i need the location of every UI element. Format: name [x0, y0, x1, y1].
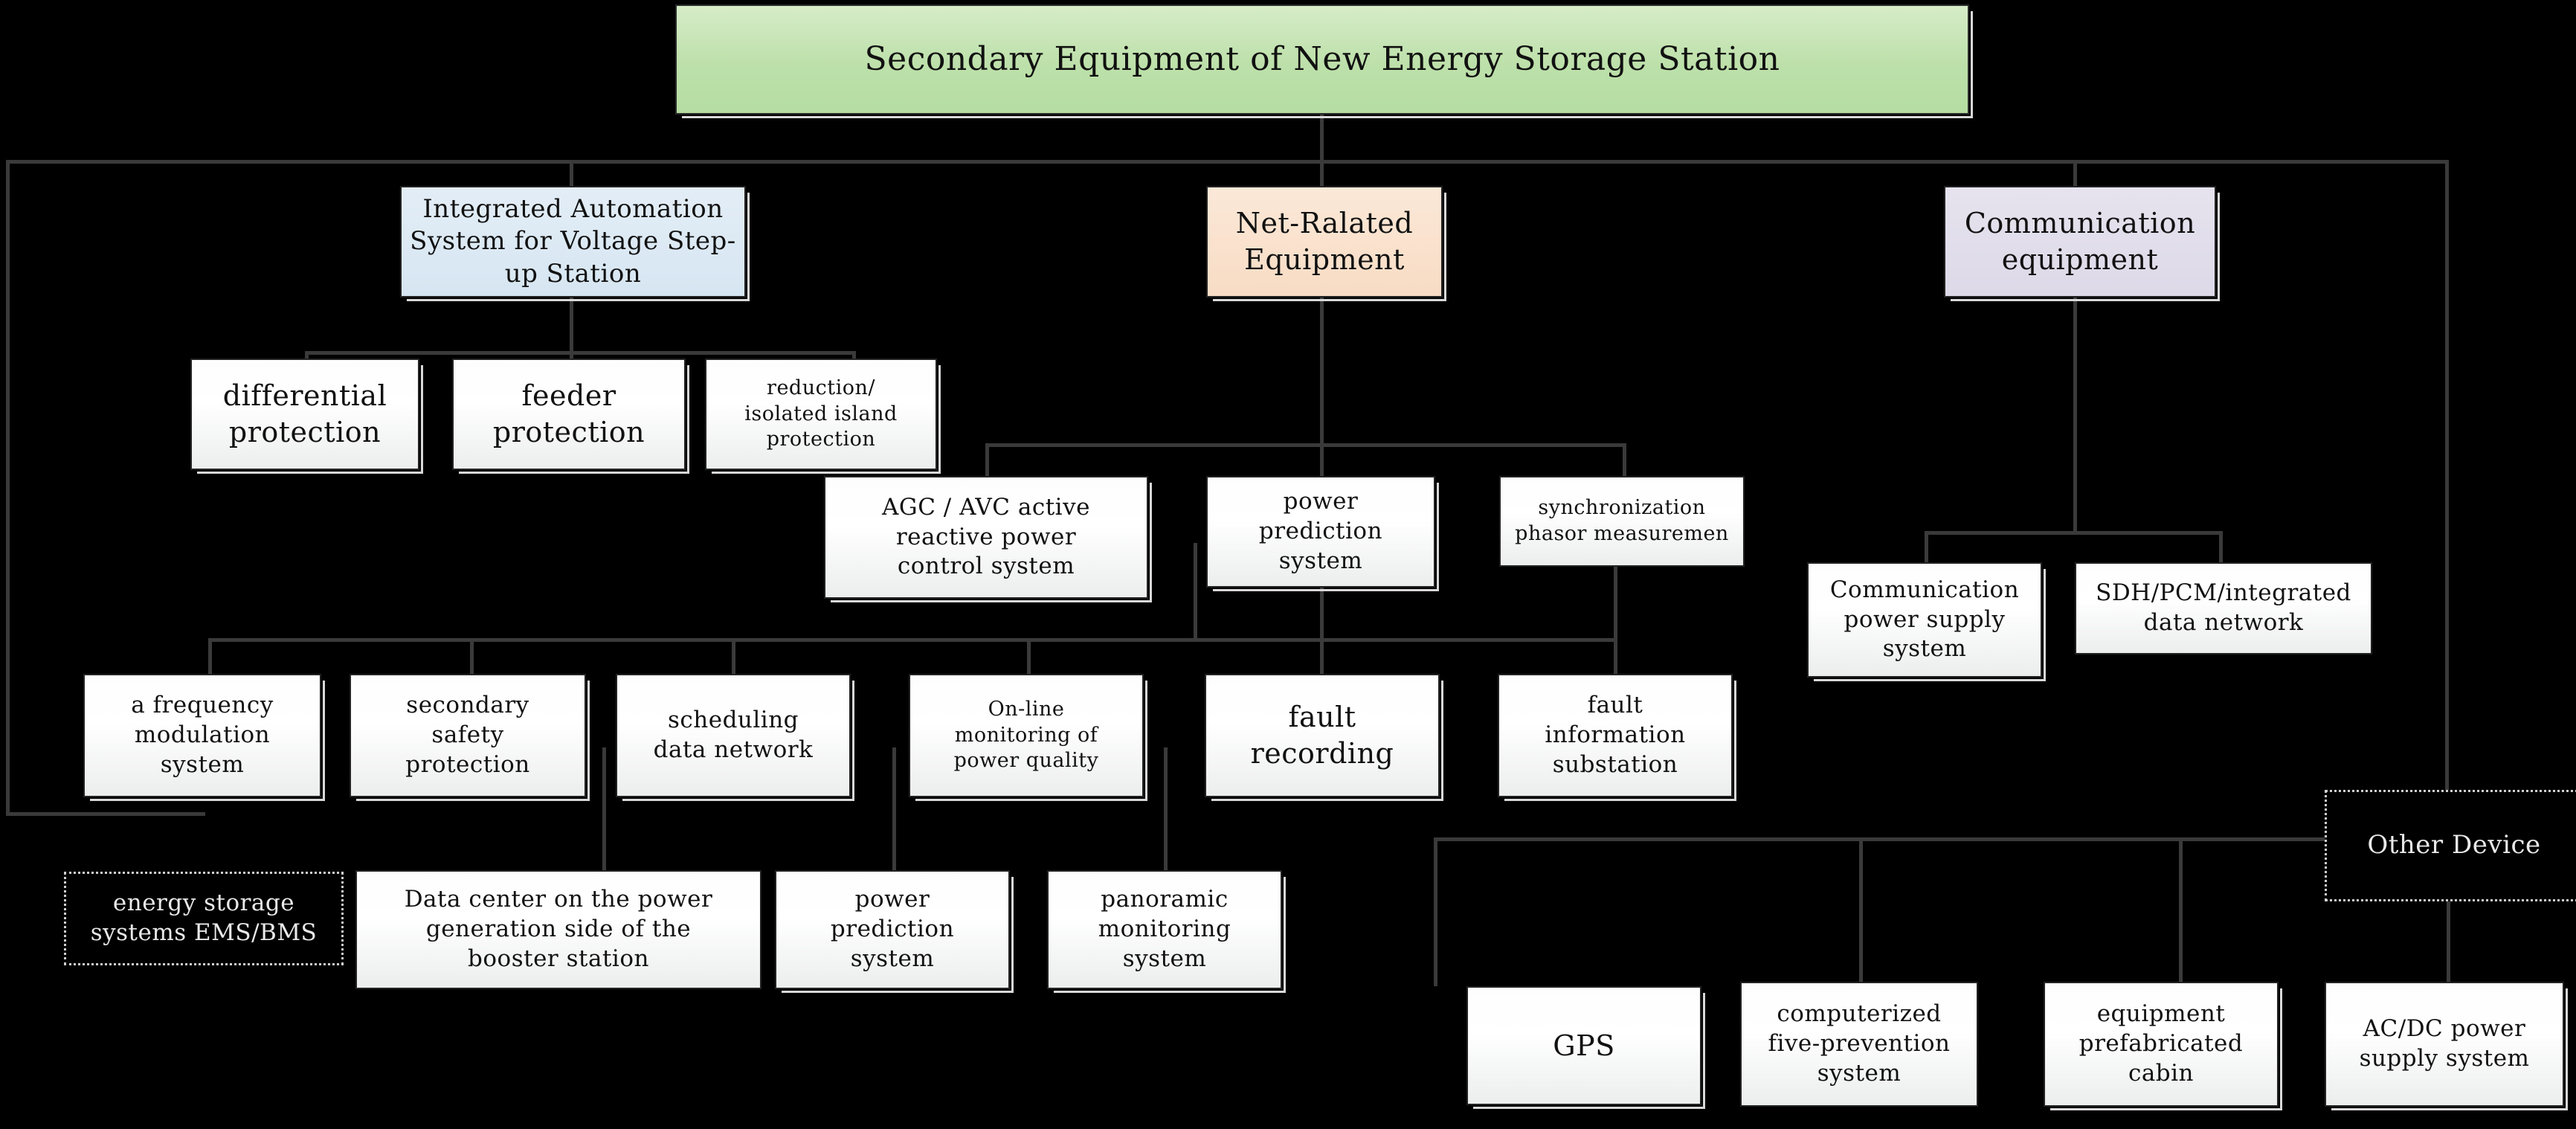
node-communication-power-supply[interactable]: Communication power supply system	[1807, 562, 2046, 681]
node-differential-protection[interactable]: differential protection	[190, 358, 423, 474]
connector-bottom-cabin	[2179, 837, 2183, 986]
connector-to-net-related	[1320, 160, 1324, 186]
node-agc-avc[interactable]: AGC / AVC active reactive power control …	[824, 476, 1152, 602]
connector-row4-faultrec	[1320, 543, 1324, 675]
connector-row5-powerpred	[892, 747, 896, 872]
connector-net-sync	[1623, 443, 1626, 480]
node-feeder-protection[interactable]: feeder protection	[452, 358, 689, 474]
node-data-center-booster-station[interactable]: Data center on the power generation side…	[355, 870, 761, 989]
node-equipment-prefabricated-cabin-label: equipment prefabricated cabin	[2078, 1000, 2244, 1087]
connector-row4-secsafety	[470, 638, 474, 675]
connector-comm-sdh	[2219, 531, 2223, 562]
node-integrated-automation-label: Integrated Automation System for Voltage…	[410, 193, 736, 289]
node-online-monitoring-power-quality-label: On-line monitoring of power quality	[953, 698, 1099, 773]
node-ac-dc-power-supply-system-label: AC/DC power supply system	[2359, 1015, 2530, 1072]
node-power-prediction-system-mid[interactable]: power prediction system	[1206, 476, 1439, 591]
connector-row4-online	[1027, 638, 1031, 675]
connector-to-communication	[2073, 160, 2077, 186]
node-panoramic-monitoring-system[interactable]: panoramic monitoring system	[1047, 870, 1286, 993]
node-other-device[interactable]: Other Device	[2325, 790, 2576, 901]
connector-row4-bus	[208, 638, 1614, 642]
connector-bottom-gps	[1434, 837, 1437, 986]
node-fault-information-substation-label: fault information substation	[1545, 692, 1686, 778]
node-computerized-five-prevention-system[interactable]: computerized five-prevention system	[1740, 982, 1978, 1107]
node-gps[interactable]: GPS	[1466, 986, 1705, 1109]
node-net-related-equipment[interactable]: Net-Ralated Equipment	[1206, 186, 1446, 301]
node-ac-dc-power-supply-system[interactable]: AC/DC power supply system	[2325, 982, 2568, 1110]
node-differential-protection-label: differential protection	[222, 379, 387, 448]
connector-left-spine	[6, 160, 10, 814]
node-net-related-equipment-label: Net-Ralated Equipment	[1235, 207, 1414, 276]
node-secondary-safety-protection[interactable]: secondary safety protection	[350, 674, 590, 801]
node-feeder-protection-label: feeder protection	[492, 379, 645, 448]
connector-net-bus	[985, 443, 1625, 447]
node-fault-recording-label: fault recording	[1250, 701, 1394, 770]
node-panoramic-monitoring-system-label: panoramic monitoring system	[1098, 886, 1231, 972]
connector-row5-stem	[602, 747, 606, 866]
node-power-prediction-system-bottom[interactable]: power prediction system	[775, 870, 1014, 993]
node-a-frequency-modulation-system-label: a frequency modulation system	[131, 692, 274, 778]
node-power-prediction-system-mid-label: power prediction system	[1258, 488, 1383, 574]
node-power-prediction-system-bottom-label: power prediction system	[830, 886, 955, 972]
node-other-device-label: Other Device	[2367, 830, 2541, 861]
node-communication-power-supply-label: Communication power supply system	[1829, 576, 2020, 663]
connector-ia-reduction	[852, 351, 856, 360]
node-integrated-automation[interactable]: Integrated Automation System for Voltage…	[400, 186, 750, 301]
node-energy-storage-systems-ems-bms-label: energy storage systems EMS/BMS	[90, 890, 318, 946]
connector-row4-freq	[208, 638, 212, 675]
connector-right-spine	[2445, 160, 2449, 792]
connector-row4-sched	[732, 638, 735, 675]
connector-net-powerpred	[1320, 443, 1324, 480]
node-scheduling-data-network[interactable]: scheduling data network	[616, 674, 854, 801]
connector-ia-bus	[305, 351, 855, 355]
connector-net-agc	[985, 443, 989, 480]
node-root-label: Secondary Equipment of New Energy Storag…	[864, 39, 1780, 78]
node-data-center-booster-station-label: Data center on the power generation side…	[404, 886, 713, 972]
node-energy-storage-systems-ems-bms[interactable]: energy storage systems EMS/BMS	[64, 872, 344, 965]
connector-row5-panoramic	[1164, 747, 1168, 872]
node-communication-equipment-label: Communication equipment	[1964, 207, 2196, 276]
connector-agc-down	[1194, 543, 1197, 640]
node-fault-recording[interactable]: fault recording	[1205, 674, 1443, 801]
node-secondary-safety-protection-label: secondary safety protection	[405, 692, 530, 778]
connector-row5-datacenter	[602, 863, 606, 872]
connector-left-elbow	[6, 812, 205, 816]
connector-row4-faultinfo	[1614, 543, 1617, 675]
connector-ia-differential	[305, 351, 309, 360]
node-synchronization-phasor-measurement-label: synchronization phasor measuremen	[1515, 496, 1729, 545]
node-root[interactable]: Secondary Equipment of New Energy Storag…	[675, 4, 1973, 118]
connector-comm-stem	[2073, 297, 2077, 534]
node-reduction-isolated-island-protection[interactable]: reduction/ isolated island protection	[705, 358, 941, 474]
node-fault-information-substation[interactable]: fault information substation	[1498, 674, 1736, 801]
node-equipment-prefabricated-cabin[interactable]: equipment prefabricated cabin	[2044, 982, 2282, 1110]
node-agc-avc-label: AGC / AVC active reactive power control …	[882, 493, 1090, 580]
connector-comm-bus	[1925, 531, 2222, 535]
connector-comm-powersupply	[1925, 531, 1928, 562]
node-sdh-pcm-integrated-data-network[interactable]: SDH/PCM/integrated data network	[2075, 562, 2372, 654]
node-scheduling-data-network-label: scheduling data network	[653, 707, 814, 763]
connector-bottom-computerized	[1859, 837, 1863, 986]
connector-ia-feeder	[570, 351, 573, 360]
connector-bottom-acdc	[2447, 901, 2450, 986]
connector-top-bus	[6, 160, 2449, 164]
connector-to-integrated-automation	[570, 160, 573, 186]
node-gps-label: GPS	[1553, 1029, 1615, 1062]
connector-bottom-bus	[1434, 837, 2360, 841]
connector-net-stem	[1320, 297, 1324, 446]
node-synchronization-phasor-measurement[interactable]: synchronization phasor measuremen	[1499, 476, 1745, 567]
node-a-frequency-modulation-system[interactable]: a frequency modulation system	[83, 674, 325, 801]
connector-ia-stem	[570, 297, 573, 353]
node-sdh-pcm-integrated-data-network-label: SDH/PCM/integrated data network	[2096, 579, 2351, 636]
node-computerized-five-prevention-system-label: computerized five-prevention system	[1768, 1000, 1951, 1087]
node-communication-equipment[interactable]: Communication equipment	[1944, 186, 2220, 301]
node-online-monitoring-power-quality[interactable]: On-line monitoring of power quality	[909, 674, 1147, 801]
node-reduction-isolated-island-protection-label: reduction/ isolated island protection	[744, 376, 898, 451]
